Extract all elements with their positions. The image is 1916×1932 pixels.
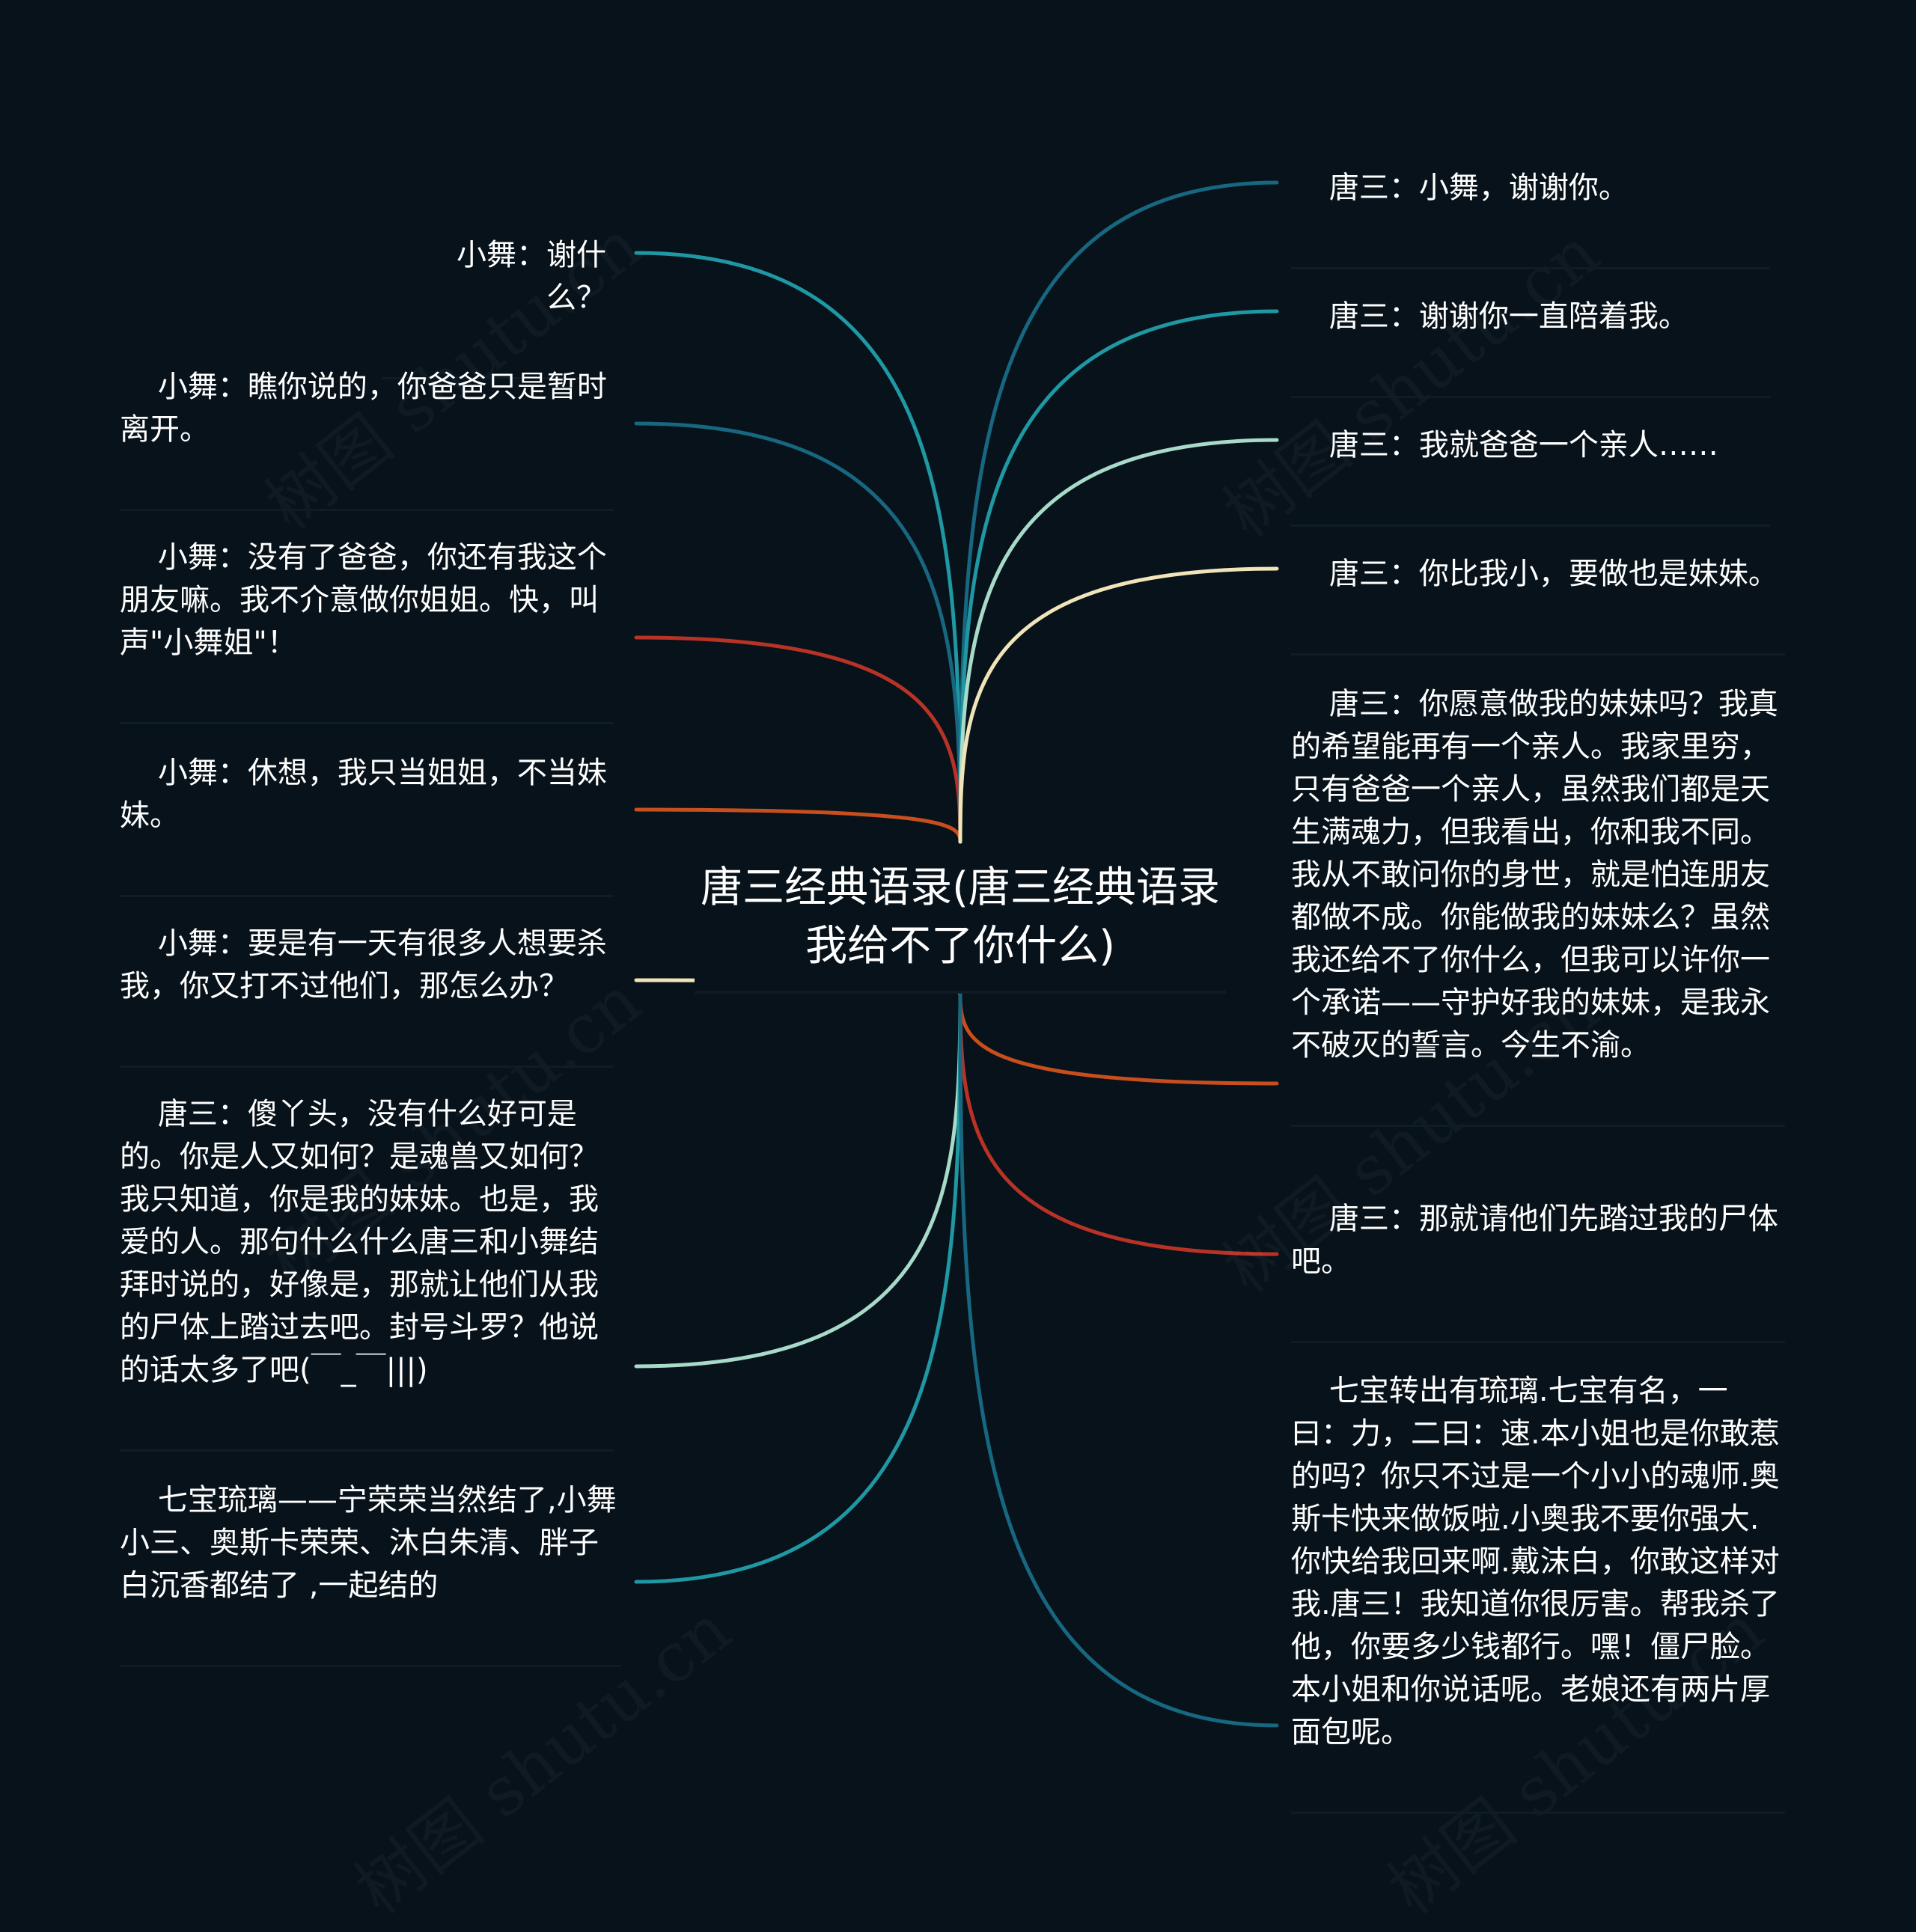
left-node-7[interactable]: 七宝琉璃——宁荣荣当然结了,小舞小三、奥斯卡荣荣、沐白朱清、胖子白沉香都结了 ,… <box>120 1434 621 1667</box>
node-text: 小舞：要是有一天有很多人想要杀我，你又打不过他们，那怎么办？ <box>120 926 607 1003</box>
left-link-7 <box>634 993 962 1584</box>
right-node-6[interactable]: 唐三：那就请他们先踏过我的尸体吧。 <box>1291 1152 1785 1343</box>
node-text: 小舞：没有了爸爸，你还有我这个朋友嘛。我不介意做你姐姐。快，叫声"小舞姐"！ <box>120 540 607 660</box>
right-node-4[interactable]: 唐三：你比我小，要做也是妹妹。 <box>1291 507 1785 655</box>
node-text: 唐三：傻丫头，没有什么好可是的。你是人又如何？是魂兽又如何？我只知道，你是我的妹… <box>120 1097 599 1387</box>
left-link-4 <box>634 807 962 844</box>
left-node-1[interactable]: 小舞：谢什么？ <box>382 189 606 379</box>
central-topic[interactable]: 唐三经典语录(唐三经典语录我给不了你什么) <box>695 844 1226 994</box>
node-text: 唐三：小舞，谢谢你。 <box>1328 171 1629 205</box>
left-node-5[interactable]: 小舞：要是有一天有很多人想要杀我，你又打不过他们，那怎么办？ <box>120 877 614 1068</box>
node-text: 小舞：谢什么？ <box>457 238 606 315</box>
right-link-1 <box>958 180 1279 844</box>
left-link-2 <box>634 421 962 844</box>
right-link-3 <box>958 438 1279 844</box>
right-node-5[interactable]: 唐三：你愿意做我的妹妹吗？我真的希望能再有一个亲人。我家里穷，只有爸爸一个亲人，… <box>1291 638 1785 1127</box>
node-text: 唐三：你比我小，要做也是妹妹。 <box>1328 557 1778 591</box>
right-node-1[interactable]: 唐三：小舞，谢谢你。 <box>1291 121 1770 269</box>
link-layer <box>634 180 1279 1728</box>
central-topic-text: 唐三经典语录(唐三经典语录我给不了你什么) <box>701 863 1220 970</box>
left-node-6[interactable]: 唐三：傻丫头，没有什么好可是的。你是人又如何？是魂兽又如何？我只知道，你是我的妹… <box>120 1048 614 1452</box>
left-node-3[interactable]: 小舞：没有了爸爸，你还有我这个朋友嘛。我不介意做你姐姐。快，叫声"小舞姐"！ <box>120 491 614 724</box>
left-node-4[interactable]: 小舞：休想，我只当姐姐，不当妹妹。 <box>120 706 614 897</box>
mind-map: 树图 shutu.cn 树图 shutu.cn 树图 shutu.cn 树图 s… <box>120 121 1785 1814</box>
node-text: 唐三：谢谢你一直陪着我。 <box>1328 299 1688 334</box>
node-text: 七宝转出有琉璃.七宝有名，一曰：力，二曰：速.本小姐也是你敢惹的吗？你只不过是一… <box>1291 1374 1780 1749</box>
node-text: 七宝琉璃——宁荣荣当然结了,小舞小三、奥斯卡荣荣、沐白朱清、胖子白沉香都结了 ,… <box>120 1483 617 1603</box>
node-text: 唐三：那就请他们先踏过我的尸体吧。 <box>1291 1202 1778 1279</box>
right-node-3[interactable]: 唐三：我就爸爸一个亲人…… <box>1291 379 1770 527</box>
right-link-5 <box>958 993 1279 1086</box>
node-text: 唐三：我就爸爸一个亲人…… <box>1328 428 1718 462</box>
node-text: 唐三：你愿意做我的妹妹吗？我真的希望能再有一个亲人。我家里穷，只有爸爸一个亲人，… <box>1291 687 1778 1063</box>
right-node-7[interactable]: 七宝转出有琉璃.七宝有名，一曰：力，二曰：速.本小姐也是你敢惹的吗？你只不过是一… <box>1291 1324 1785 1814</box>
right-link-7 <box>958 993 1279 1728</box>
right-link-6 <box>958 993 1279 1256</box>
left-link-6 <box>634 993 962 1369</box>
node-text: 小舞：瞧你说的，你爸爸只是暂时离开。 <box>120 370 607 447</box>
node-text: 小舞：休想，我只当姐姐，不当妹妹。 <box>120 756 607 833</box>
left-node-2[interactable]: 小舞：瞧你说的，你爸爸只是暂时离开。 <box>120 320 614 511</box>
right-link-4 <box>958 566 1279 844</box>
left-link-1 <box>634 251 962 844</box>
right-link-2 <box>958 309 1279 844</box>
right-node-2[interactable]: 唐三：谢谢你一直陪着我。 <box>1291 250 1770 398</box>
